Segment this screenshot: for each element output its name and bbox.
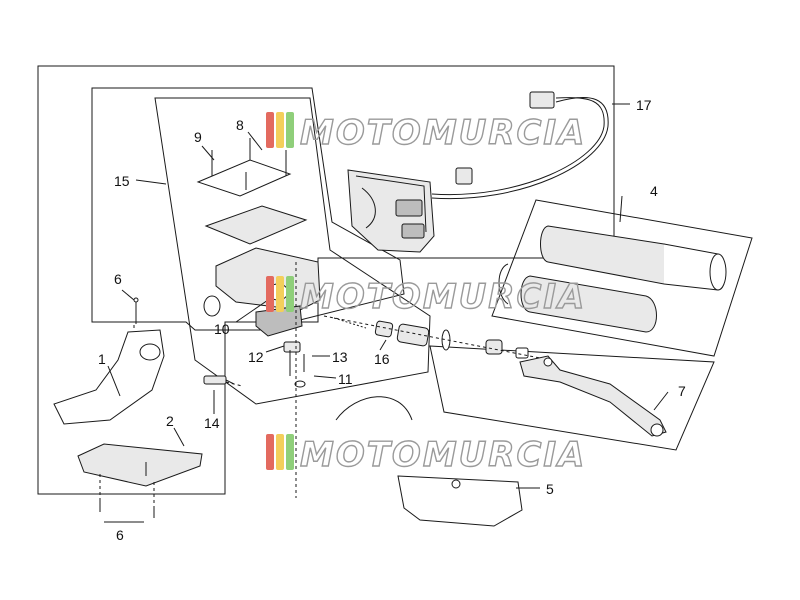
label-8: 8: [236, 117, 244, 133]
label-12: 12: [248, 349, 264, 365]
watermark-stripe-green: [286, 276, 294, 312]
frame-grips: [491, 199, 753, 357]
label-9: 9: [194, 129, 202, 145]
watermark-stripe-yellow: [276, 434, 284, 470]
label-6-top: 6: [114, 271, 122, 287]
cover-part-1: [53, 329, 165, 425]
watermark-stripe-red: [266, 112, 274, 148]
label-11: 11: [338, 371, 353, 387]
label-10: 10: [214, 321, 230, 337]
label-2: 2: [166, 413, 174, 429]
label-leaders: [104, 103, 669, 523]
boot-part-5: [335, 396, 523, 527]
label-15: 15: [114, 173, 130, 189]
watermark-stripe-yellow: [276, 112, 284, 148]
watermark-stripe-green: [286, 434, 294, 470]
switch-cable: [431, 91, 609, 200]
watermark-text: MOTOMURCIA: [300, 277, 586, 317]
label-16: 16: [374, 351, 390, 367]
watermark-middle: MOTOMURCIA: [266, 276, 586, 318]
brake-lever: [519, 355, 667, 437]
label-17: 17: [636, 97, 652, 113]
watermark-text: MOTOMURCIA: [300, 113, 586, 153]
watermark-stripe-green: [286, 112, 294, 148]
frame-lever: [429, 345, 715, 451]
small-hardware: [283, 341, 306, 388]
label-6-bottom: 6: [116, 527, 124, 543]
watermark-bottom: MOTOMURCIA: [266, 434, 586, 476]
label-7: 7: [678, 383, 686, 399]
bleeder-screw: [203, 375, 235, 385]
label-1: 1: [98, 351, 106, 367]
grip-upper: [540, 225, 727, 291]
label-13: 13: [332, 349, 348, 365]
alignment-lines: [99, 262, 541, 506]
watermark-stripe-yellow: [276, 276, 284, 312]
callout-labels: 1 2 4 5 6 6 7 8 9 10 11 12 13 14 15 16 1…: [98, 97, 686, 543]
label-4: 4: [650, 183, 658, 199]
frame-group-15: [91, 87, 405, 331]
frame-pump-assembly: [154, 97, 431, 405]
cover-part-2: [77, 443, 203, 487]
watermark-stripe-red: [266, 276, 274, 312]
piston-kit: [333, 317, 529, 359]
label-5: 5: [546, 481, 554, 497]
grip-lower: [498, 263, 657, 333]
watermark-stripe-red: [266, 434, 274, 470]
reservoir-cover: [196, 138, 308, 245]
switch-housing: [347, 169, 435, 253]
label-14: 14: [204, 415, 220, 431]
watermark-text: MOTOMURCIA: [300, 435, 586, 475]
screws-6: [99, 297, 155, 518]
watermark-top: MOTOMURCIA: [266, 112, 586, 154]
